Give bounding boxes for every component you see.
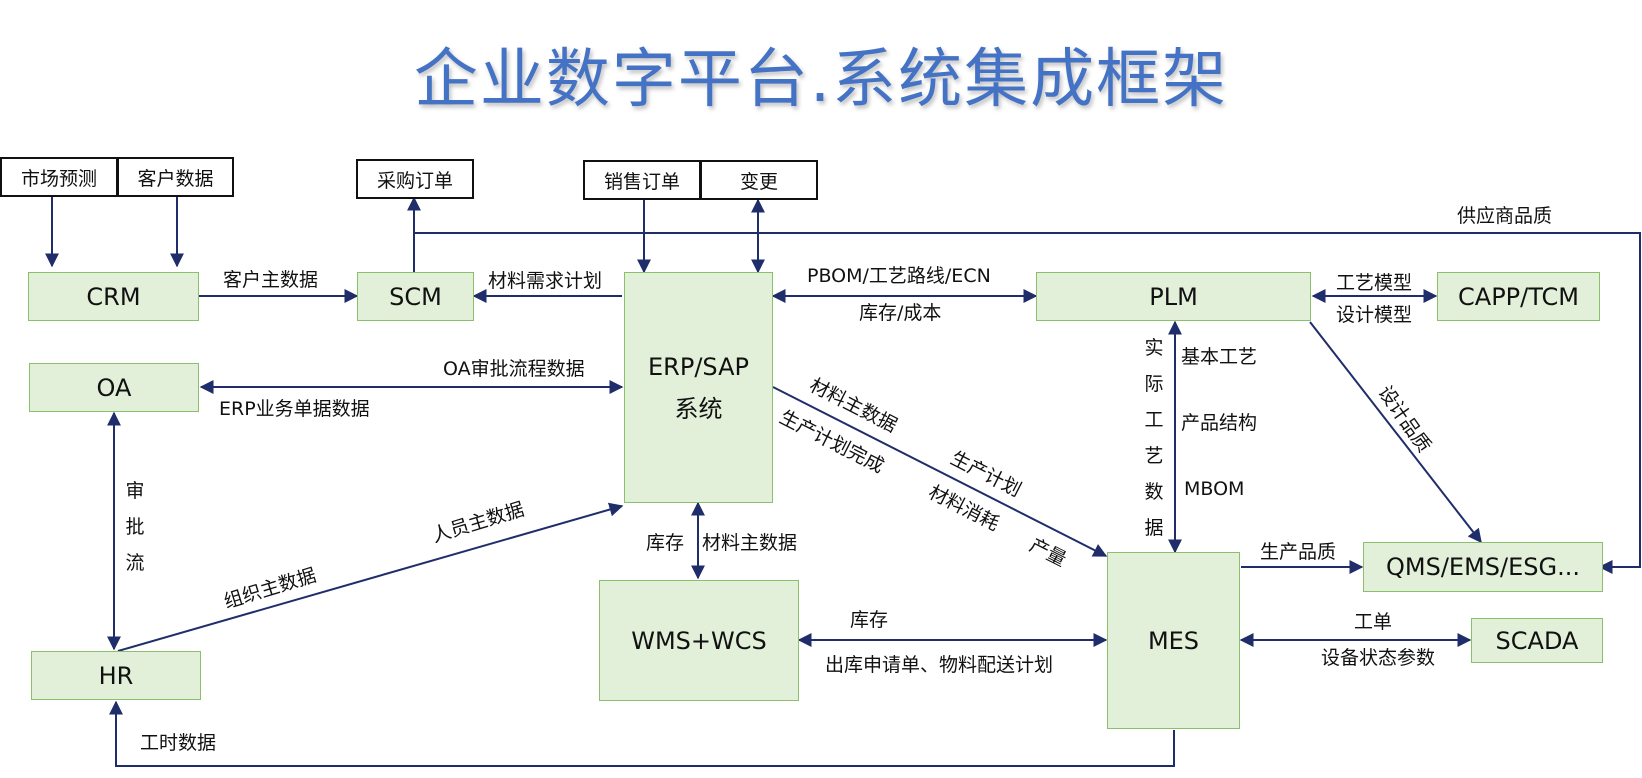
- label-pbom: PBOM/工艺路线/ECN: [807, 265, 991, 287]
- label-outbound: 出库申请单、物料配送计划: [825, 654, 1054, 676]
- node-hr: HR: [31, 651, 201, 700]
- doc-purchase-order: 采购订单: [356, 159, 474, 199]
- label-process-model: 工艺模型: [1336, 272, 1413, 294]
- node-capp: CAPP/TCM: [1437, 272, 1600, 321]
- edge-supply-quality: [414, 232, 1641, 574]
- label-mbom: MBOM: [1184, 478, 1245, 500]
- label-basic-process: 基本工艺: [1181, 346, 1258, 368]
- doc-sales-order: 销售订单: [583, 160, 701, 200]
- label-supply-quality: 供应商品质: [1457, 205, 1553, 227]
- label-material-master-wms: 材料主数据: [702, 532, 798, 554]
- label-erp-docs: ERP业务单据数据: [219, 398, 370, 420]
- doc-market-forecast: 市场预测: [0, 157, 118, 197]
- edge-erp-mes: [772, 386, 1108, 557]
- label-material-plan: 材料需求计划: [488, 270, 603, 292]
- node-erp-line1: ERP/SAP: [648, 352, 749, 381]
- node-crm: CRM: [28, 272, 199, 321]
- label-product-structure: 产品结构: [1181, 412, 1258, 434]
- label-work-order: 工单: [1354, 611, 1393, 633]
- label-actual-process: 实际工艺数据: [1144, 337, 1164, 539]
- label-production-quality: 生产品质: [1260, 541, 1337, 563]
- node-mes: MES: [1107, 552, 1240, 729]
- node-erp-line2: 系统: [674, 394, 723, 423]
- label-stock: 库存: [646, 532, 685, 554]
- label-wms-stock: 库存: [850, 609, 889, 631]
- label-stock-cost: 库存/成本: [859, 302, 942, 324]
- node-plm: PLM: [1036, 272, 1311, 321]
- node-scada: SCADA: [1471, 618, 1603, 663]
- edge-hr-erp: [117, 502, 624, 652]
- edge-plm-qms: [1309, 321, 1482, 544]
- node-oa: OA: [29, 363, 199, 412]
- node-erp: ERP/SAP 系统: [624, 272, 773, 503]
- doc-customer-data: 客户数据: [117, 157, 234, 197]
- label-approval-flow: 审批流: [125, 480, 145, 574]
- label-work-hours: 工时数据: [140, 732, 217, 754]
- page-title: 企业数字平台.系统集成框架: [413, 43, 1229, 117]
- node-qms: QMS/EMS/ESG...: [1363, 542, 1603, 592]
- label-device-status: 设备状态参数: [1321, 647, 1436, 669]
- label-oa-flow: OA审批流程数据: [443, 358, 585, 380]
- node-scm: SCM: [357, 272, 474, 321]
- label-customer-master: 客户主数据: [223, 269, 319, 291]
- edge-mes-hr: [109, 700, 1175, 767]
- node-wms: WMS+WCS: [599, 580, 799, 701]
- label-design-model: 设计模型: [1336, 304, 1413, 326]
- doc-change: 变更: [700, 160, 818, 200]
